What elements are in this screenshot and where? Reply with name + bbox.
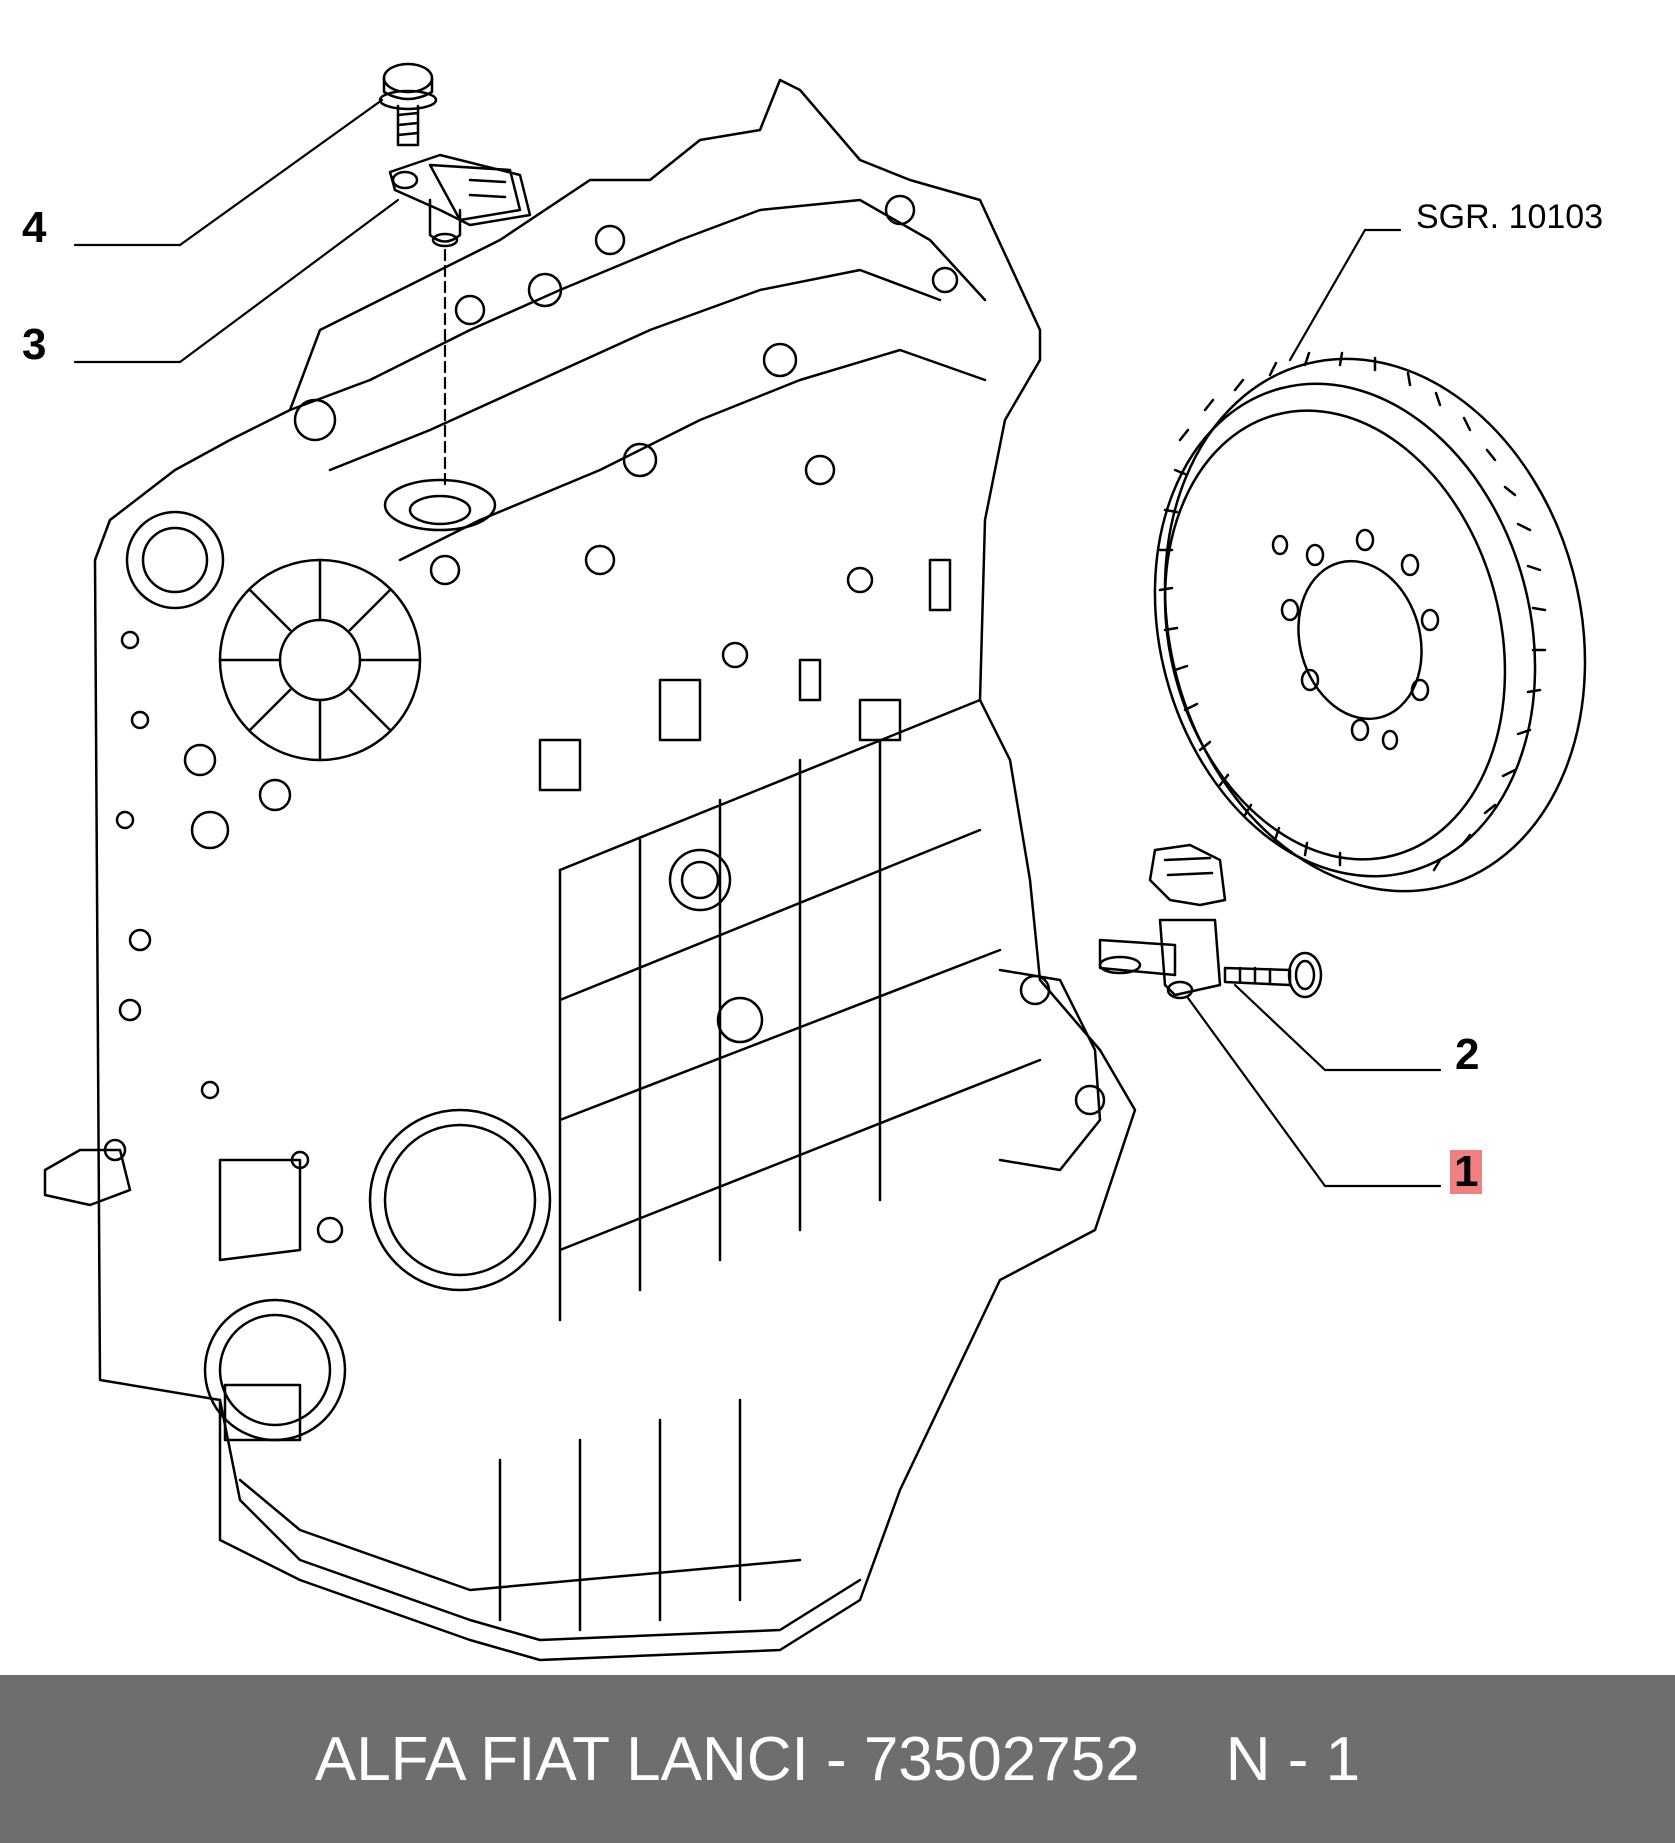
callout-1: 1 (1450, 1150, 1483, 1194)
footer-caption: ALFA FIAT LANCI - 73502752 N - 1 (314, 1724, 1361, 1794)
camshaft-sensor-part-3 (388, 153, 532, 248)
callout-2: 2 (1455, 1030, 1480, 1079)
bolt-part-4 (378, 62, 438, 147)
reference-label: SGR. 10103 (1416, 198, 1604, 236)
footer-bar: ALFA FIAT LANCI - 73502752 N - 1 (0, 1675, 1675, 1843)
engine-block (43, 78, 1137, 1662)
crankshaft-sensor-part-1 (1098, 843, 1227, 1000)
callout-4: 4 (22, 203, 47, 252)
bolt-part-2 (1223, 951, 1323, 999)
flywheel-reluctor-ring (1153, 351, 1587, 893)
callout-3: 3 (22, 320, 47, 369)
leader-lines (73, 98, 1442, 1188)
engine-exploded-diagram (43, 62, 1587, 1662)
